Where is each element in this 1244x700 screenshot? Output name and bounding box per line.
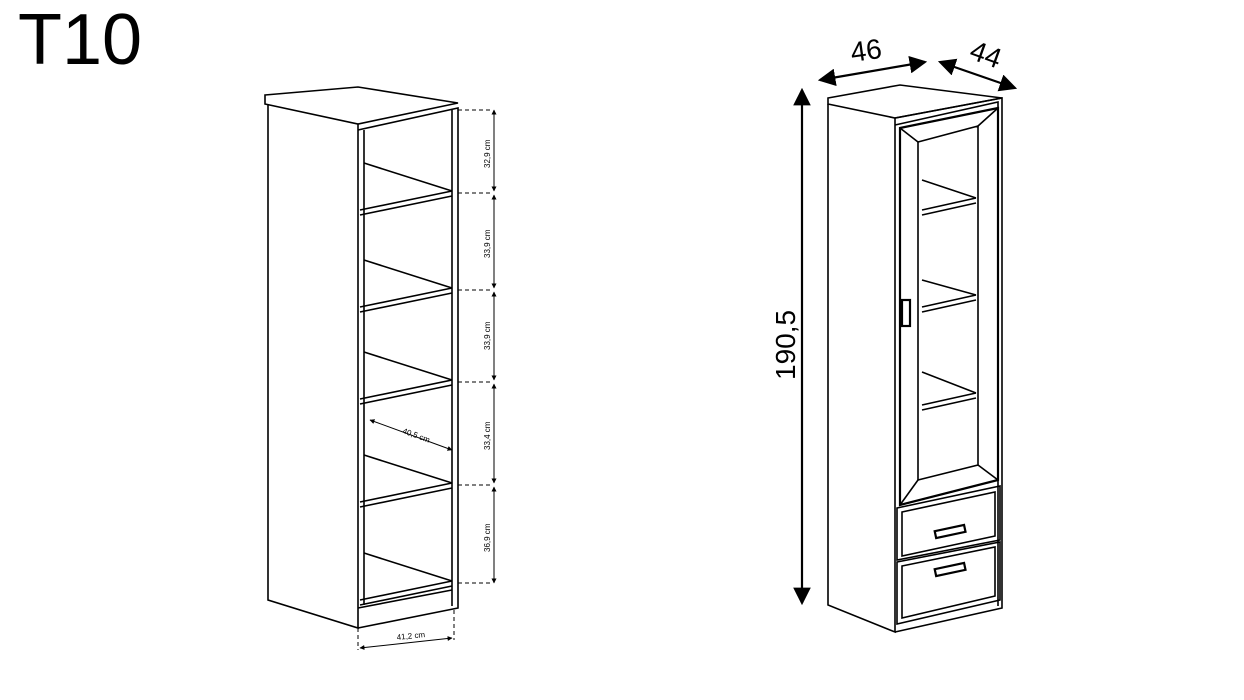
shelf-line xyxy=(363,454,453,484)
shelf-height-label-2: 33,9 cm xyxy=(483,229,492,258)
shelf-line xyxy=(363,552,453,582)
shelf-line xyxy=(359,287,453,308)
model-title: T10 xyxy=(18,0,143,80)
shelf-line xyxy=(359,580,453,601)
shelf-height-label-5: 36,9 cm xyxy=(483,523,492,552)
drawer-handle-icon xyxy=(933,561,967,578)
shelf-line xyxy=(363,162,453,192)
depth-label: 44 xyxy=(966,35,1006,75)
shelf-height-label-1: 32,9 cm xyxy=(483,139,492,168)
shelf-line xyxy=(359,190,453,211)
shelf-line xyxy=(359,195,453,216)
glass-door-cabinet-drawing xyxy=(827,84,1003,634)
inner-width-label: 41,2 cm xyxy=(396,630,426,642)
drawer-handle-icon xyxy=(933,523,967,540)
width-label: 46 xyxy=(849,33,884,68)
shelf-line xyxy=(359,482,453,503)
shelf-line xyxy=(363,259,453,289)
open-shelf-unit-drawing xyxy=(264,86,459,630)
shelf-line xyxy=(363,351,453,381)
height-label: 190,5 xyxy=(770,310,801,380)
shelf-line xyxy=(359,292,453,313)
shelf-dimension-lines: 32,9 cm 33,9 cm 33,9 cm 33,4 cm 36,9 cm … xyxy=(357,109,497,650)
shelf-line xyxy=(359,487,453,508)
shelf-height-label-4: 33,4 cm xyxy=(483,421,492,450)
shelf-line xyxy=(359,384,453,405)
shelf-height-label-3: 33,9 cm xyxy=(483,321,492,350)
shelf-line xyxy=(359,585,453,606)
door-handle-icon xyxy=(900,298,912,328)
shelf-line xyxy=(359,379,453,400)
inner-depth-label: 40,5 cm xyxy=(401,426,431,444)
